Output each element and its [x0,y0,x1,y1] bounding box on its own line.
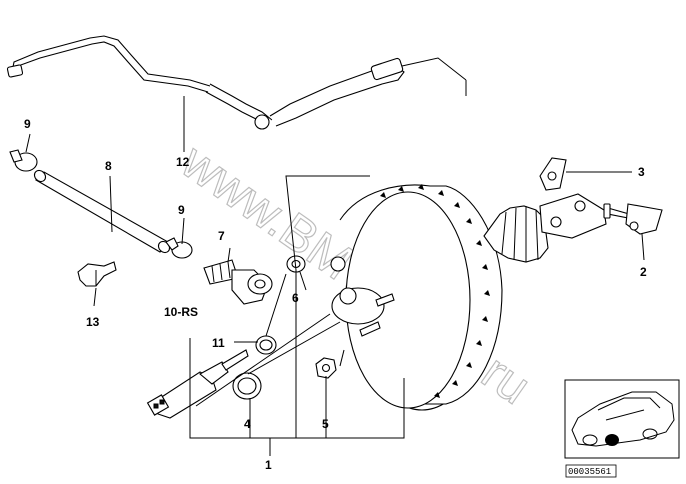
check-valve-part [146,349,249,419]
callout-6: 6 [292,291,299,305]
diagram-id: 00035561 [568,467,611,477]
callout-11: 11 [212,336,225,350]
callout-1: 1 [265,458,272,472]
callout-8: 8 [105,159,112,173]
push-rod-boot [483,193,607,263]
holder-part [77,261,117,287]
leader-lines [25,80,645,456]
callout-5: 5 [322,417,329,431]
callout-9-lower: 9 [178,203,185,217]
callout-4: 4 [244,417,251,431]
callout-3: 3 [638,165,645,179]
hose-clamp-lower-part [165,237,193,259]
o-ring-small-part [255,335,277,355]
pin-part [603,203,663,235]
callout-9-upper: 9 [24,117,31,131]
callout-2: 2 [640,265,647,279]
callout-13: 13 [86,315,100,329]
car-outline-icon [571,391,675,447]
elbow-fitting-part [203,259,273,305]
o-ring-large-part [232,372,262,400]
nut-part [315,357,337,379]
callout-12: 12 [176,155,190,169]
hose-clamp-upper-part [9,149,38,172]
clip-part [539,157,567,191]
callout-7: 7 [218,229,225,243]
brake-booster [330,184,503,411]
vehicle-locator-inset: 00035561 [564,379,680,478]
straight-hose-part [33,169,171,254]
location-marker-icon [605,434,619,446]
seal-ring-part [286,255,306,273]
vacuum-hose-assembly [6,35,467,130]
callout-10-rs: 10-RS [164,305,198,319]
booster-rim-ticks [380,184,490,398]
